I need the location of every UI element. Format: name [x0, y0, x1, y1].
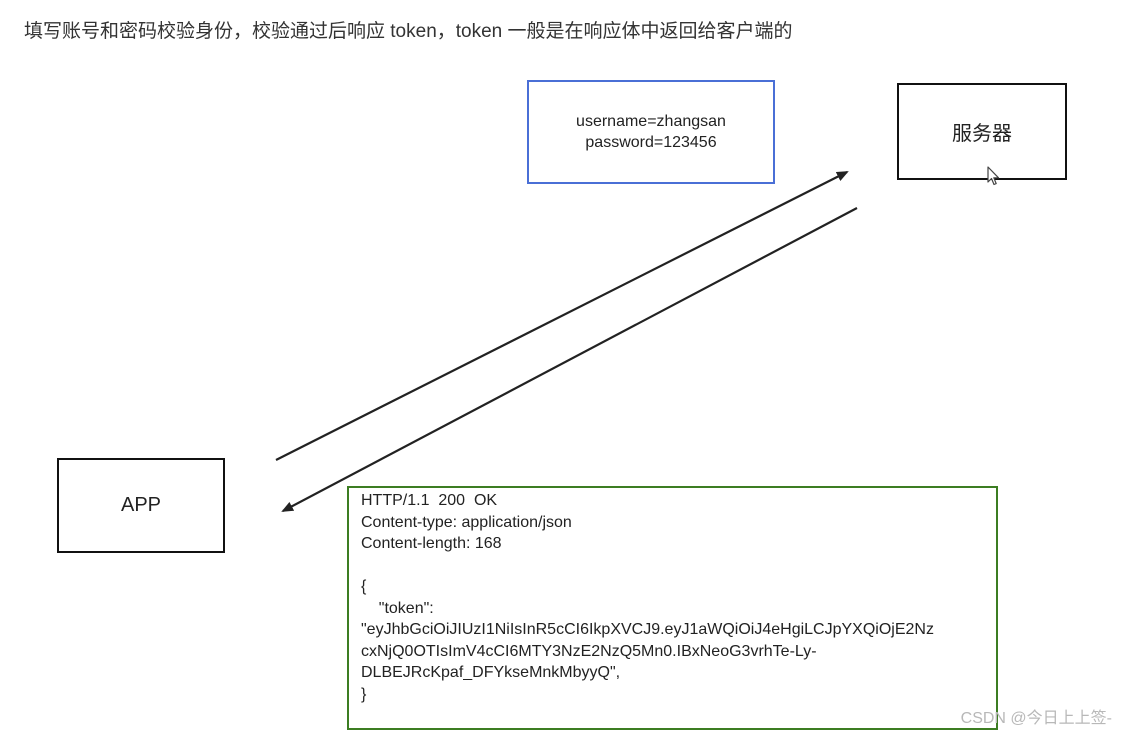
response-body-open: { [361, 578, 367, 595]
response-status-line: HTTP/1.1 200 OK [361, 492, 498, 509]
response-blank-line [361, 555, 984, 577]
diagram-heading: 填写账号和密码校验身份，校验通过后响应 token，token 一般是在响应体中… [24, 21, 793, 42]
mouse-cursor-icon [987, 166, 1000, 186]
server-box: 服务器 [897, 83, 1067, 180]
response-content-length: Content-length: 168 [361, 535, 502, 552]
request-username-line: username=zhangsan [576, 113, 726, 130]
request-password-line: password=123456 [585, 134, 717, 151]
response-token-value-3: DLBEJRcKpaf_DFYkseMnkMbyyQ", [361, 664, 621, 681]
response-token-key: "token": [361, 599, 434, 617]
response-content-type: Content-type: application/json [361, 513, 572, 531]
response-body-close: } [361, 685, 367, 703]
watermark: CSDN @今日上上签- [960, 710, 1112, 727]
response-token-value-1: "eyJhbGciOiJIUzI1NiIsInR5cCI6IkpXVCJ9.ey… [361, 621, 934, 638]
response-token-value-2: cxNjQ0OTIsImV4cCI6MTY3NzE2NzQ5Mn0.IBxNeo… [361, 642, 817, 660]
server-label: 服务器 [952, 123, 1012, 145]
request-arrow [275, 171, 849, 461]
app-label: APP [120, 494, 162, 516]
app-box: APP [57, 458, 225, 553]
response-arrow [281, 207, 858, 512]
request-credentials-box: username=zhangsan password=123456 [527, 80, 775, 184]
http-response-box: HTTP/1.1 200 OK Content-type: applicatio… [347, 486, 998, 730]
